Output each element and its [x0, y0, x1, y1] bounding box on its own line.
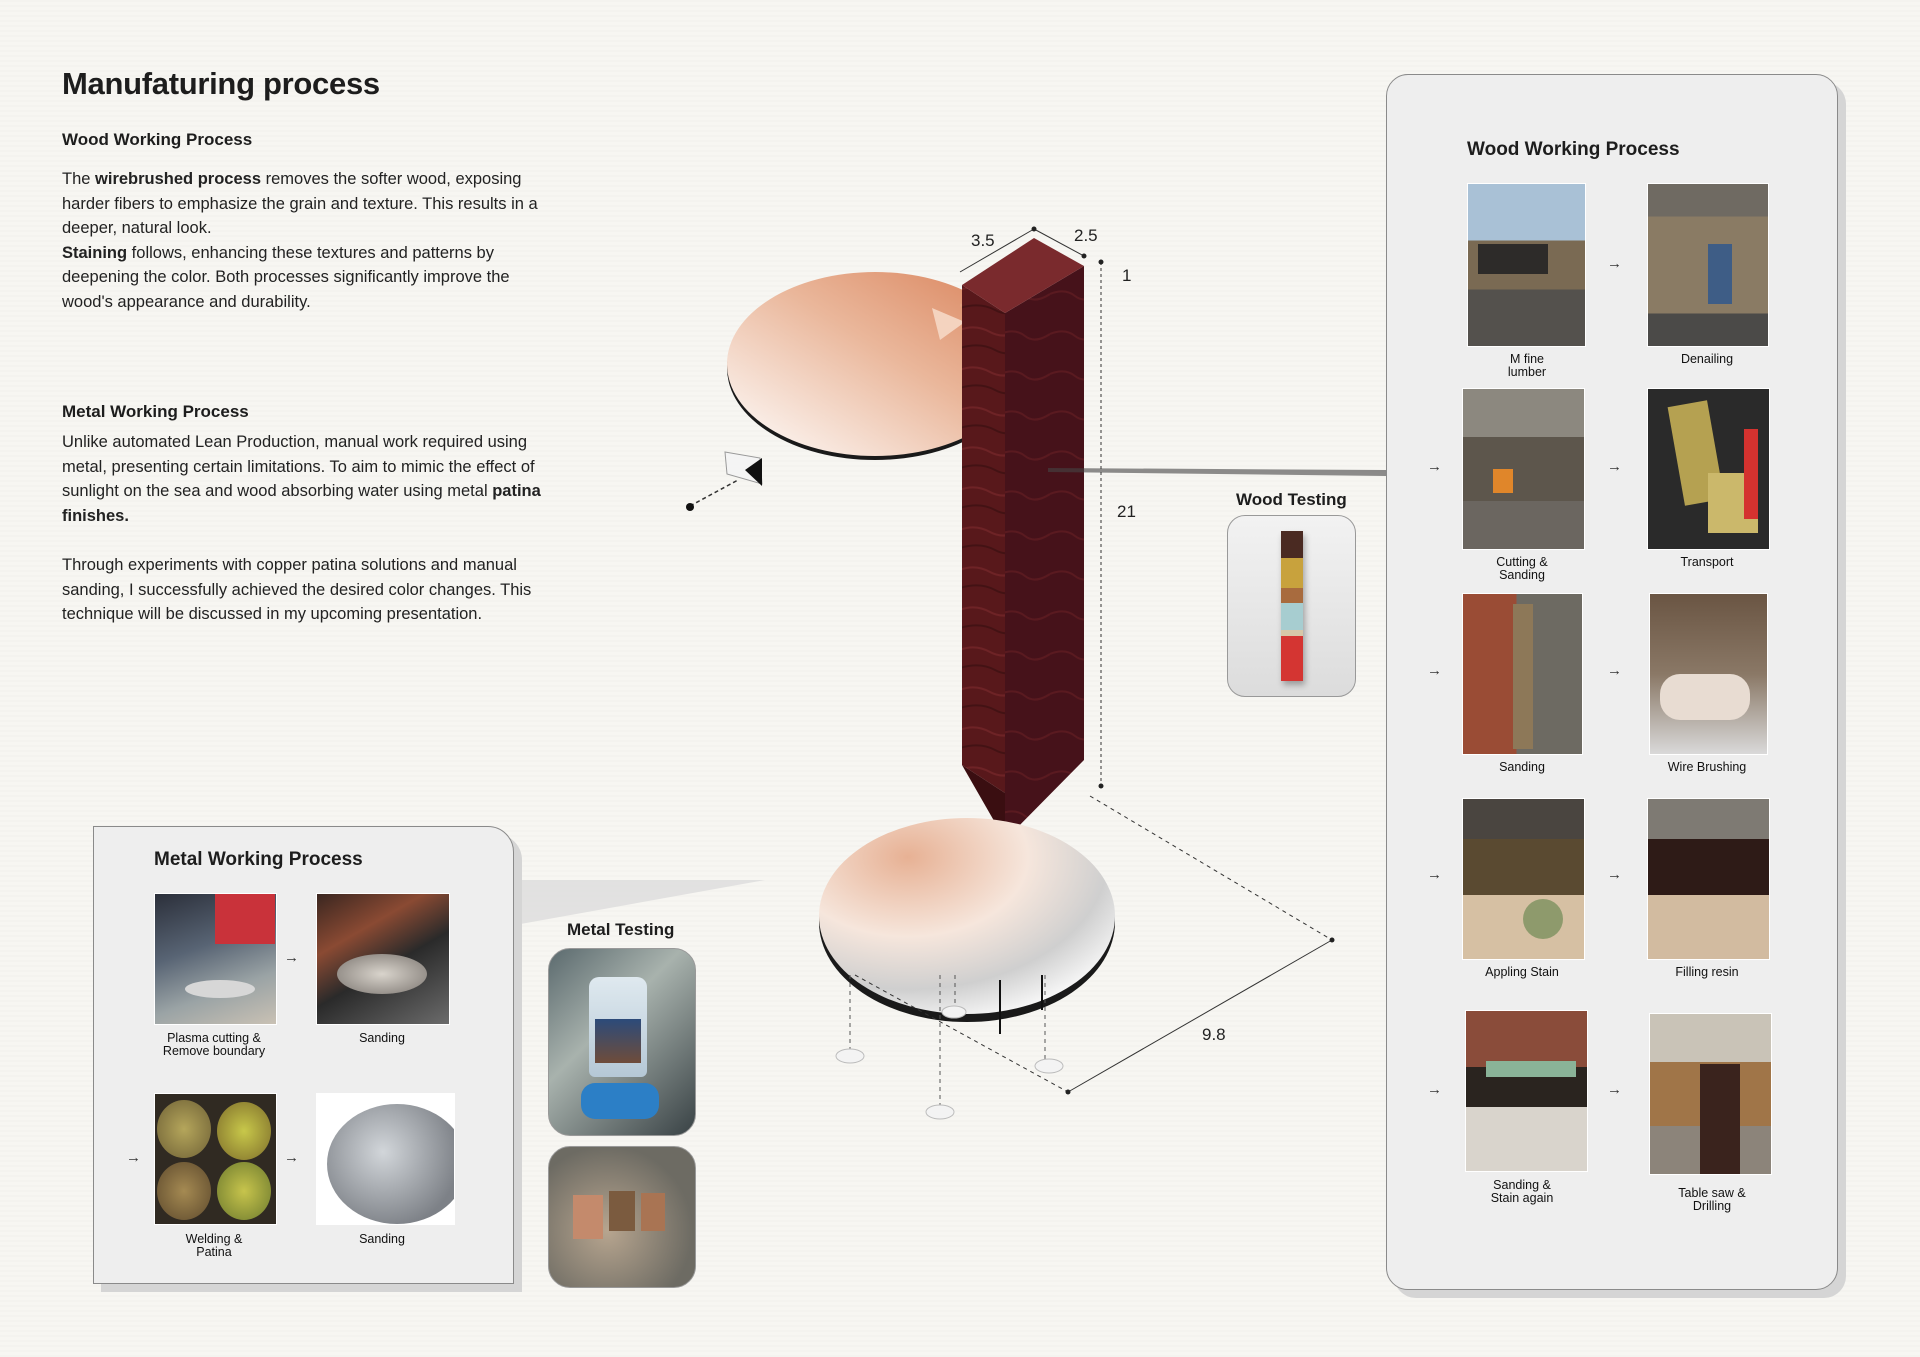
metal-process-result: Through experiments with copper patina s… [62, 556, 532, 624]
metal-process-description: Unlike automated Lean Production, manual… [62, 433, 541, 525]
wood-step-caption-8: Filling resin [1675, 965, 1739, 979]
wood-step-photo-6 [1649, 593, 1768, 755]
base-feet [849, 975, 1046, 1108]
wood-testing-title: Wood Testing [1236, 490, 1347, 509]
wood-step-photo-1 [1467, 183, 1586, 347]
bracket-and-screw [686, 451, 763, 511]
wood-arrow-2: → [1427, 458, 1442, 475]
wood-pillar [962, 238, 1084, 840]
wood-step-caption-6: Wire Brushing [1667, 760, 1747, 774]
metal-panel-title: Metal Working Process [154, 849, 363, 870]
wood-step-photo-5 [1462, 593, 1583, 755]
wood-arrow-6: → [1427, 866, 1442, 883]
metal-step-photo-4 [316, 1093, 455, 1225]
top-copper-disc [727, 272, 1024, 460]
wood-step-photo-3 [1462, 388, 1585, 550]
dim-height: 21 [1117, 502, 1136, 521]
wood-step-caption-3: Cutting & Sanding [1496, 555, 1548, 582]
wood-testing-photo [1227, 515, 1356, 697]
page-title: Manufaturing process [62, 66, 380, 101]
wood-step-caption-4: Transport [1680, 555, 1734, 569]
metal-arrow-2: → [126, 1149, 141, 1166]
metal-process-panel: Metal Working Process → Plasma cutting &… [93, 826, 514, 1284]
metal-arrow-3: → [284, 1149, 299, 1166]
metal-testing-title: Metal Testing [567, 920, 675, 939]
wood-step-photo-2 [1647, 183, 1769, 347]
wood-arrow-1: → [1607, 255, 1622, 272]
wood-arrow-9: → [1607, 1081, 1622, 1098]
dim-top-height: 1 [1122, 266, 1132, 285]
metal-step-photo-1 [154, 893, 277, 1025]
wood-panel-title: Wood Working Process [1467, 139, 1680, 160]
metal-step-photo-2 [316, 893, 450, 1025]
wood-step-caption-2: Denailing [1680, 352, 1734, 366]
metal-testing-photo-1 [548, 948, 696, 1136]
wood-step-caption-9: Sanding & Stain again [1490, 1178, 1554, 1205]
wood-step-photo-4 [1647, 388, 1770, 550]
metal-step-photo-3 [154, 1093, 277, 1225]
metal-step-caption-2: Sanding [359, 1031, 405, 1045]
metal-testing-photo-2 [548, 1146, 696, 1288]
metal-arrow-1: → [284, 949, 299, 966]
wood-arrow-7: → [1607, 866, 1622, 883]
wood-step-photo-7 [1462, 798, 1585, 960]
dim-top-left: 3.5 [971, 231, 995, 250]
feet-pads [835, 1005, 1064, 1120]
wood-step-photo-8 [1647, 798, 1770, 960]
dim-top-right: 2.5 [1074, 226, 1098, 245]
wood-arrow-5: → [1607, 662, 1622, 679]
wood-arrow-3: → [1607, 458, 1622, 475]
dim-base: 9.8 [1202, 1025, 1226, 1044]
wood-process-panel: Wood Working Process → M fine lumber Den… [1386, 74, 1838, 1290]
wood-process-description: The wirebrushed process removes the soft… [62, 170, 538, 311]
wood-step-caption-10: Table saw & Drilling [1678, 1186, 1746, 1213]
wood-step-caption-5: Sanding [1499, 760, 1545, 774]
wood-process-heading: Wood Working Process [62, 130, 253, 149]
metal-step-caption-1: Plasma cutting & Remove boundary [162, 1031, 266, 1058]
base-copper-disc [819, 818, 1115, 1022]
wood-step-photo-10 [1649, 1013, 1772, 1175]
metal-step-caption-4: Sanding [359, 1232, 405, 1246]
wood-step-caption-7: Appling Stain [1485, 965, 1559, 979]
metal-process-heading: Metal Working Process [62, 402, 249, 421]
wood-step-photo-9 [1465, 1010, 1588, 1172]
metal-step-caption-3: Welding & Patina [185, 1232, 243, 1259]
wood-step-caption-1: M fine lumber [1507, 352, 1547, 379]
wood-arrow-8: → [1427, 1081, 1442, 1098]
wood-arrow-4: → [1427, 662, 1442, 679]
